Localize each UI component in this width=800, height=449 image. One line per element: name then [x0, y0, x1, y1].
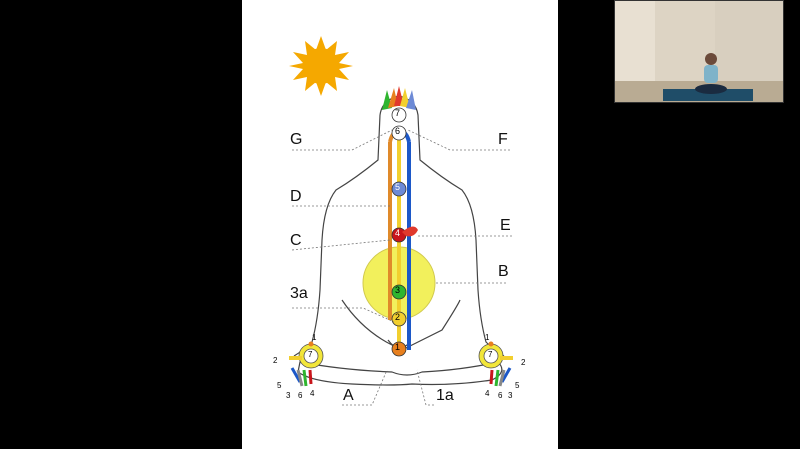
label-d: D — [290, 188, 302, 205]
chakra-5 — [391, 181, 407, 197]
moon-icon — [464, 48, 500, 83]
label-e: E — [500, 217, 511, 234]
chakra-4-label: 4 — [395, 228, 401, 238]
left-finger-3: 3 — [286, 391, 291, 400]
chakra-3-label: 3 — [395, 285, 401, 295]
label-g: G — [290, 131, 303, 148]
right-hand — [478, 341, 513, 387]
left-finger-1: 1 — [312, 333, 317, 342]
left-finger-5: 5 — [277, 381, 282, 390]
left-finger-4: 4 — [310, 389, 315, 398]
chakra-7-label: 7 — [395, 108, 401, 118]
chakra-7 — [391, 107, 407, 123]
chakra-1-label: 1 — [395, 342, 401, 352]
label-3a: 3a — [290, 285, 308, 302]
label-b: B — [498, 263, 509, 280]
left-finger-6: 6 — [298, 391, 303, 400]
chakra-6 — [391, 125, 407, 141]
chakra-diagram — [289, 36, 513, 406]
right-finger-5: 5 — [515, 381, 520, 390]
right-finger-4: 4 — [485, 389, 490, 398]
left-palm-label: 7 — [308, 350, 313, 359]
chakra-1 — [391, 341, 407, 357]
right-finger-1: 1 — [485, 333, 490, 342]
webcam-feed — [614, 0, 784, 103]
chakra-6-label: 6 — [395, 126, 401, 136]
right-finger-3: 3 — [508, 391, 513, 400]
left-finger-2: 2 — [273, 356, 278, 365]
leader-lines — [291, 129, 512, 406]
label-f: F — [498, 131, 508, 148]
sun-icon — [289, 36, 353, 96]
body-outline — [293, 95, 505, 386]
chakra-3 — [391, 284, 407, 300]
lotus-crown — [382, 86, 416, 110]
flame-icon — [402, 226, 418, 237]
chakra-2 — [391, 311, 407, 327]
right-finger-6: 6 — [498, 391, 503, 400]
chakra-2-label: 2 — [395, 312, 401, 322]
person-icon — [695, 53, 727, 94]
label-c: C — [290, 232, 302, 249]
presentation-slide: G F D E C B 3a A 1a 1 2 3 4 5 6 7 7 7 1 … — [242, 0, 558, 449]
chakra-5-label: 5 — [395, 182, 401, 192]
left-hand — [289, 341, 324, 387]
right-finger-2: 2 — [521, 358, 526, 367]
label-a: A — [343, 387, 354, 404]
label-1a: 1a — [436, 387, 454, 404]
right-palm-label: 7 — [488, 350, 493, 359]
webcam-scene — [615, 1, 783, 102]
yoga-mat — [663, 89, 753, 101]
